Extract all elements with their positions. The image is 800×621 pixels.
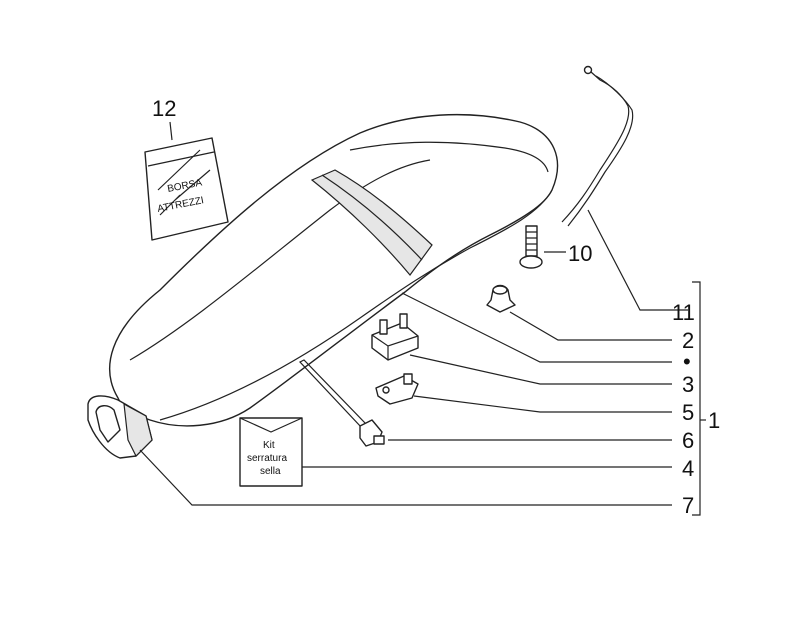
lock-kit-text-line3: sella	[260, 466, 281, 477]
label-6: 6	[682, 428, 694, 453]
tool-bag-part[interactable]: BORSA ATTREZZI	[144, 137, 229, 241]
cable-tie-part[interactable]	[299, 359, 385, 447]
rubber-buffer-part[interactable]	[486, 284, 516, 313]
lock-kit-part[interactable]: Kit serratura sella	[239, 417, 303, 487]
label-11: 11	[672, 300, 695, 325]
label-5: 5	[682, 400, 694, 425]
screw-part[interactable]	[519, 225, 543, 269]
helmet-hook-part[interactable]	[87, 395, 153, 459]
label-7: 7	[682, 493, 694, 518]
lock-bracket-part[interactable]	[375, 373, 419, 405]
label-2: 2	[682, 328, 694, 353]
label-12: 12	[152, 96, 176, 121]
label-10: 10	[568, 241, 592, 266]
label-bullet: •	[683, 349, 691, 374]
seat-cable-part[interactable]	[561, 65, 634, 227]
lock-kit-text-line1: Kit	[263, 440, 275, 451]
rubber-block-part[interactable]	[371, 313, 419, 361]
label-4: 4	[682, 456, 694, 481]
lock-kit-text-line2: serratura	[247, 453, 287, 464]
seat-part[interactable]	[109, 113, 559, 427]
label-3: 3	[682, 372, 694, 397]
label-1: 1	[708, 408, 720, 433]
assembly-bracket	[692, 281, 701, 516]
